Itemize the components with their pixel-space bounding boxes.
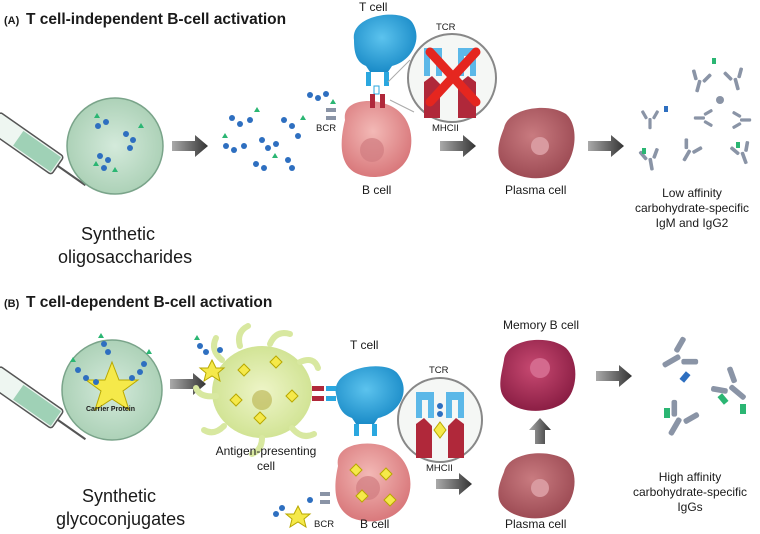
igm-igg2-antibodies (638, 58, 757, 173)
syringe-icon (0, 366, 87, 441)
tcr-label-a: TCR (436, 22, 456, 33)
vaccine-label-b-line1: Synthetic (81, 486, 157, 506)
tcr-mhc-zoom-b (416, 392, 464, 458)
bcr-label-a: BCR (316, 123, 337, 134)
zoom-bubble-b (397, 377, 483, 463)
free-oligosaccharides (222, 91, 336, 171)
arrow-icon (172, 135, 208, 157)
plasma-cell-label-a: Plasma cell (505, 183, 567, 197)
arrow-icon (436, 473, 472, 495)
free-glycoconjugate (194, 335, 226, 383)
outcome-b-line1: High affinity (658, 470, 722, 484)
vaccine-label-a-line1: Synthetic (80, 224, 156, 244)
mhcii-label-b: MHCII (426, 463, 453, 474)
arrow-icon (596, 365, 632, 387)
oligosaccharide-molecules (93, 113, 144, 172)
apc-label-line1: Antigen-presenting (215, 444, 317, 458)
vaccine-label-b: Synthetic glycoconjugates (56, 485, 186, 531)
t-cell-a (353, 14, 417, 95)
plasma-cell-label-b: Plasma cell (505, 517, 567, 531)
bcr-bound-glycoconjugate (273, 497, 313, 529)
carrier-protein-star (70, 333, 152, 412)
outcome-a-line3: IgM and IgG2 (655, 216, 729, 230)
syringe-icon (0, 112, 87, 187)
b-cell-label-b: B cell (360, 517, 390, 531)
outcome-a: Low affinity carbohydrate-specific IgM a… (622, 186, 760, 231)
outcome-a-line1: Low affinity (662, 186, 722, 200)
outcome-b-line3: IgGs (677, 500, 703, 514)
b-cell-a (326, 94, 412, 178)
t-cell-label-a: T cell (359, 0, 388, 14)
outcome-b-line2: carbohydrate-specific (632, 485, 748, 499)
b-cell-label-a: B cell (362, 183, 392, 197)
outcome-a-line2: carbohydrate-specific (634, 201, 750, 215)
carrier-protein-label: Carrier Protein (86, 406, 136, 413)
memory-b-cell (500, 339, 576, 411)
plasma-cell-b (498, 453, 575, 519)
bcr-label-b: BCR (314, 519, 335, 530)
tcr-mhc-zoom-a (424, 47, 481, 118)
apc-label-line2: cell (256, 459, 275, 473)
vaccine-label-b-line2: glycoconjugates (56, 509, 186, 529)
vaccine-label-a-line2: oligosaccharides (58, 247, 193, 267)
vaccine-bubble (66, 97, 164, 195)
mhcii-label-a: MHCII (432, 123, 459, 134)
panel-a-title: T cell-independent B-cell activation (26, 11, 287, 28)
tcr-label-b: TCR (429, 365, 449, 376)
panel-b-title: T cell-dependent B-cell activation (26, 294, 273, 311)
memory-b-cell-label: Memory B cell (503, 318, 580, 332)
igg-antibodies (654, 334, 756, 444)
arrow-icon (529, 418, 551, 444)
plasma-cell-a (498, 107, 575, 179)
apc-label: Antigen-presenting cell (204, 444, 328, 474)
arrow-icon (440, 135, 476, 157)
panel-a-tag: (A) (4, 15, 20, 27)
antigen-presenting-cell (193, 323, 324, 457)
outcome-b: High affinity carbohydrate-specific IgGs (620, 470, 760, 515)
arrow-icon (588, 135, 624, 157)
t-cell-label-b: T cell (350, 338, 379, 352)
t-cell-b (326, 366, 404, 436)
b-cell-b (320, 443, 411, 522)
vaccine-label-a: Synthetic oligosaccharides (58, 223, 193, 269)
panel-b-tag: (B) (4, 298, 20, 310)
